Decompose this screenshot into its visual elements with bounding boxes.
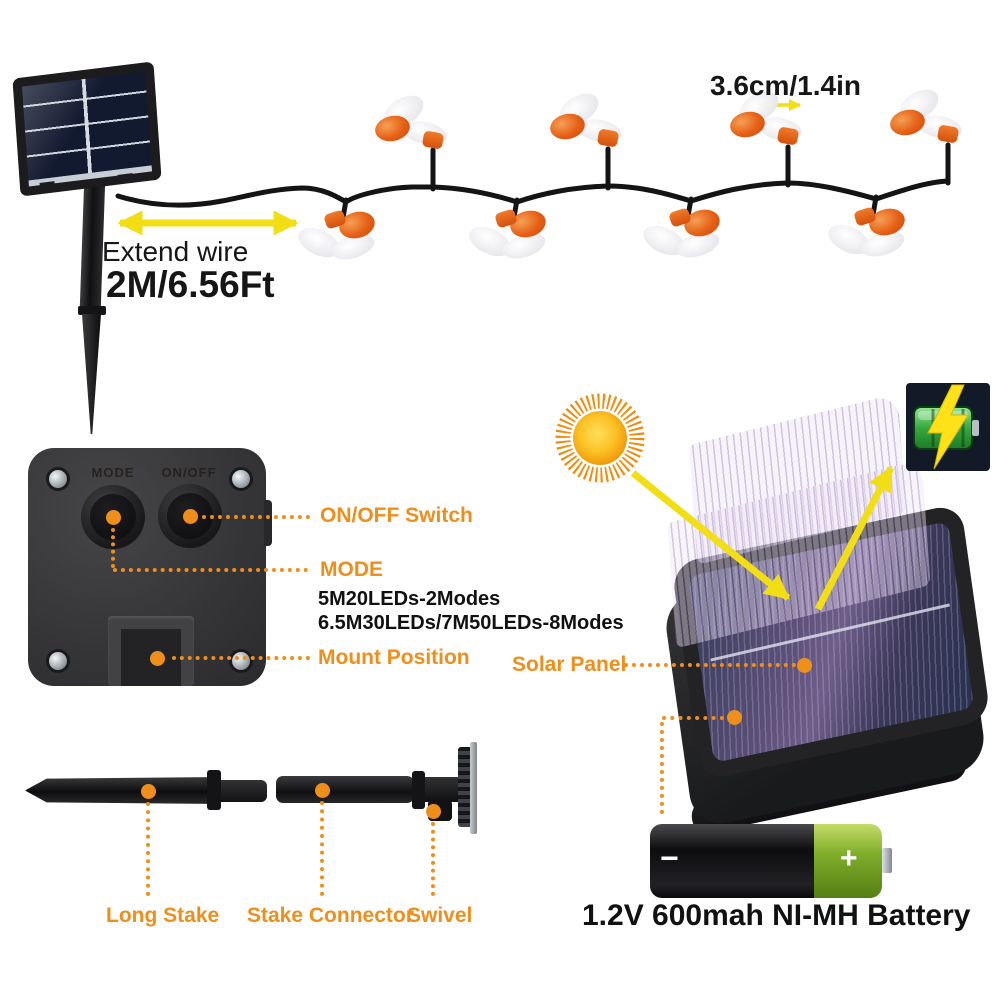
bee-light [638,205,723,266]
callout-line [172,656,310,660]
long-stake [25,777,221,804]
callout-line [660,722,664,814]
callout-dot [183,509,198,524]
bee-light [372,89,455,160]
charging-battery-icon [906,383,990,471]
swivel-collar [412,771,425,809]
solar-panel-small-group [10,61,180,214]
callout-line [202,515,310,519]
label-long-stake: Long Stake [106,904,220,927]
charging-battery-graphic [913,384,979,470]
mount-bracket [108,616,194,686]
stake-socket [221,780,267,802]
callout-dot [797,658,812,673]
label-stake-connector: Stake Connector [247,904,414,927]
swivel-gear-bar [470,742,477,834]
onoff-engraving: ON/OFF [161,465,217,480]
modes-spec-line2: 6.5M30LEDs/7M50LEDs-8Modes [318,612,624,634]
side-clip [264,500,272,546]
callout-line [111,528,115,568]
bee-socket [421,130,445,150]
mode-engraving: MODE [91,465,135,480]
bee-light [823,204,908,265]
battery-terminal [972,420,979,436]
battery-spec-label: 1.2V 600mah NI-MH Battery [582,899,971,932]
bee-spacing-label: 3.6cm/1.4in [710,70,861,101]
stake-collar [207,770,221,810]
panel-stake-spike [82,314,101,434]
bee-socket [596,128,620,148]
bee-light [887,83,970,154]
lightning-bolt-icon [927,384,969,470]
bee-light [293,207,378,268]
battery-positive-terminal [882,848,892,873]
screw-icon [46,649,70,673]
callout-dot [150,651,165,666]
callout-dot [727,710,742,725]
stake-connector [276,776,414,803]
callout-mount-position: Mount Position [318,646,470,669]
battery-plus-sign: + [840,842,858,875]
extend-wire-label: Extend wire [102,236,249,267]
solar-panel-small [12,61,162,197]
callout-dot [141,784,156,799]
callout-dot [315,783,330,798]
callout-onoff-switch: ON/OFF Switch [320,504,473,527]
callout-line [320,801,324,896]
extend-wire-value: 2M/6.56Ft [106,264,275,305]
battery-minus-sign: − [660,840,679,876]
callout-line [662,716,724,720]
bee-light [464,206,549,267]
callout-line [113,568,308,572]
bee-light [727,85,810,156]
callout-dot [106,510,121,525]
panel-tab [117,173,134,184]
controller-box: MODE ON/OFF [28,448,272,686]
string-wire [115,178,951,208]
panel-stake-collar [78,306,106,315]
callout-line [431,822,435,896]
callout-dot [426,804,441,819]
screw-icon [46,467,70,491]
bee-socket [936,124,960,144]
sun-icon [555,393,645,483]
label-swivel: Swivel [407,904,473,927]
aa-battery [650,824,882,898]
panel-tab [39,181,56,192]
screw-icon [229,649,253,673]
bee-light [547,87,630,158]
screw-icon [229,467,253,491]
bee-socket [776,126,800,146]
solar-cells [21,71,153,187]
battery-black-section [650,824,814,898]
callout-mode: MODE [320,558,383,581]
callout-line [624,663,796,667]
callout-solar-panel: Solar Panel [512,653,627,676]
battery-green-section [814,824,882,898]
callout-line [146,802,150,896]
modes-spec-line1: 5M20LEDs-2Modes [318,588,501,610]
